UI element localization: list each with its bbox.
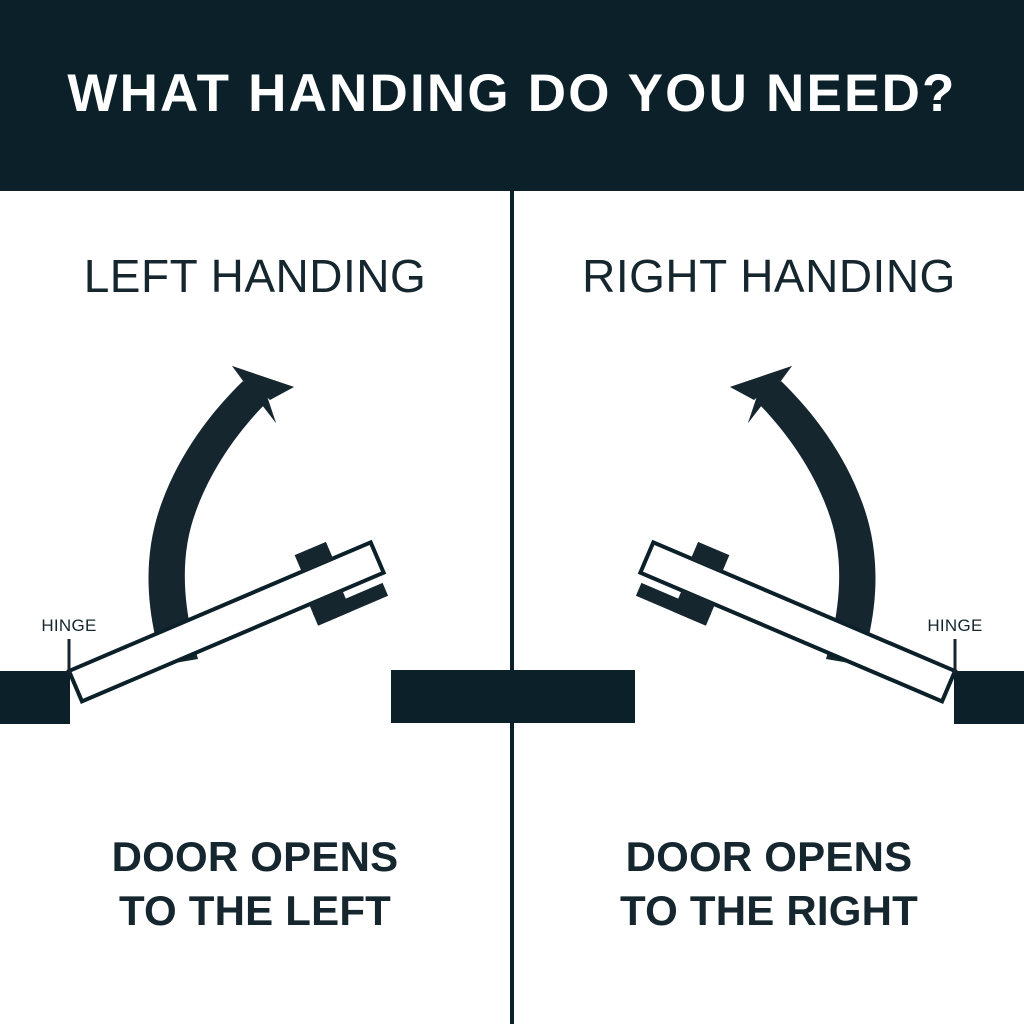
panel-right-handing: RIGHT HANDING <box>514 191 1024 1024</box>
panel-right-caption-line2: TO THE RIGHT <box>620 886 918 934</box>
door-panel-icon <box>635 539 958 704</box>
curved-arrow-up-right-icon <box>730 366 876 665</box>
panel-left-caption: DOOR OPENS TO THE LEFT <box>0 830 510 938</box>
wall-block-icon <box>0 671 70 724</box>
panel-left-diagram: HINGE <box>0 191 510 751</box>
door-panel-icon <box>66 539 389 704</box>
panel-left-caption-line2: TO THE LEFT <box>118 886 392 934</box>
panel-left-title: LEFT HANDING <box>83 250 427 302</box>
curved-arrow-up-left-icon <box>148 366 294 665</box>
door-handle-icon <box>294 541 334 573</box>
page-title: WHAT HANDING DO YOU NEED? <box>67 64 957 123</box>
header-band: WHAT HANDING DO YOU NEED? <box>0 0 1024 191</box>
panel-right-diagram: HINGE <box>514 191 1024 751</box>
hinge-label-right: HINGE <box>927 616 982 635</box>
door-handle-lever-icon <box>635 582 716 626</box>
wall-block-icon <box>954 671 1024 724</box>
panel-left-handing: LEFT HANDING <box>0 191 510 1024</box>
hinge-label-left: HINGE <box>41 616 96 635</box>
center-divider <box>510 191 514 1024</box>
panel-right-caption: DOOR OPENS TO THE RIGHT <box>514 830 1024 938</box>
door-handle-lever-icon <box>308 582 389 626</box>
panel-left-caption-line1: DOOR OPENS <box>111 833 399 880</box>
door-handle-icon <box>690 541 730 573</box>
panel-right-title: RIGHT HANDING <box>582 250 956 302</box>
panel-right-caption-line1: DOOR OPENS <box>625 833 913 880</box>
wall-block-center-icon <box>391 670 635 723</box>
